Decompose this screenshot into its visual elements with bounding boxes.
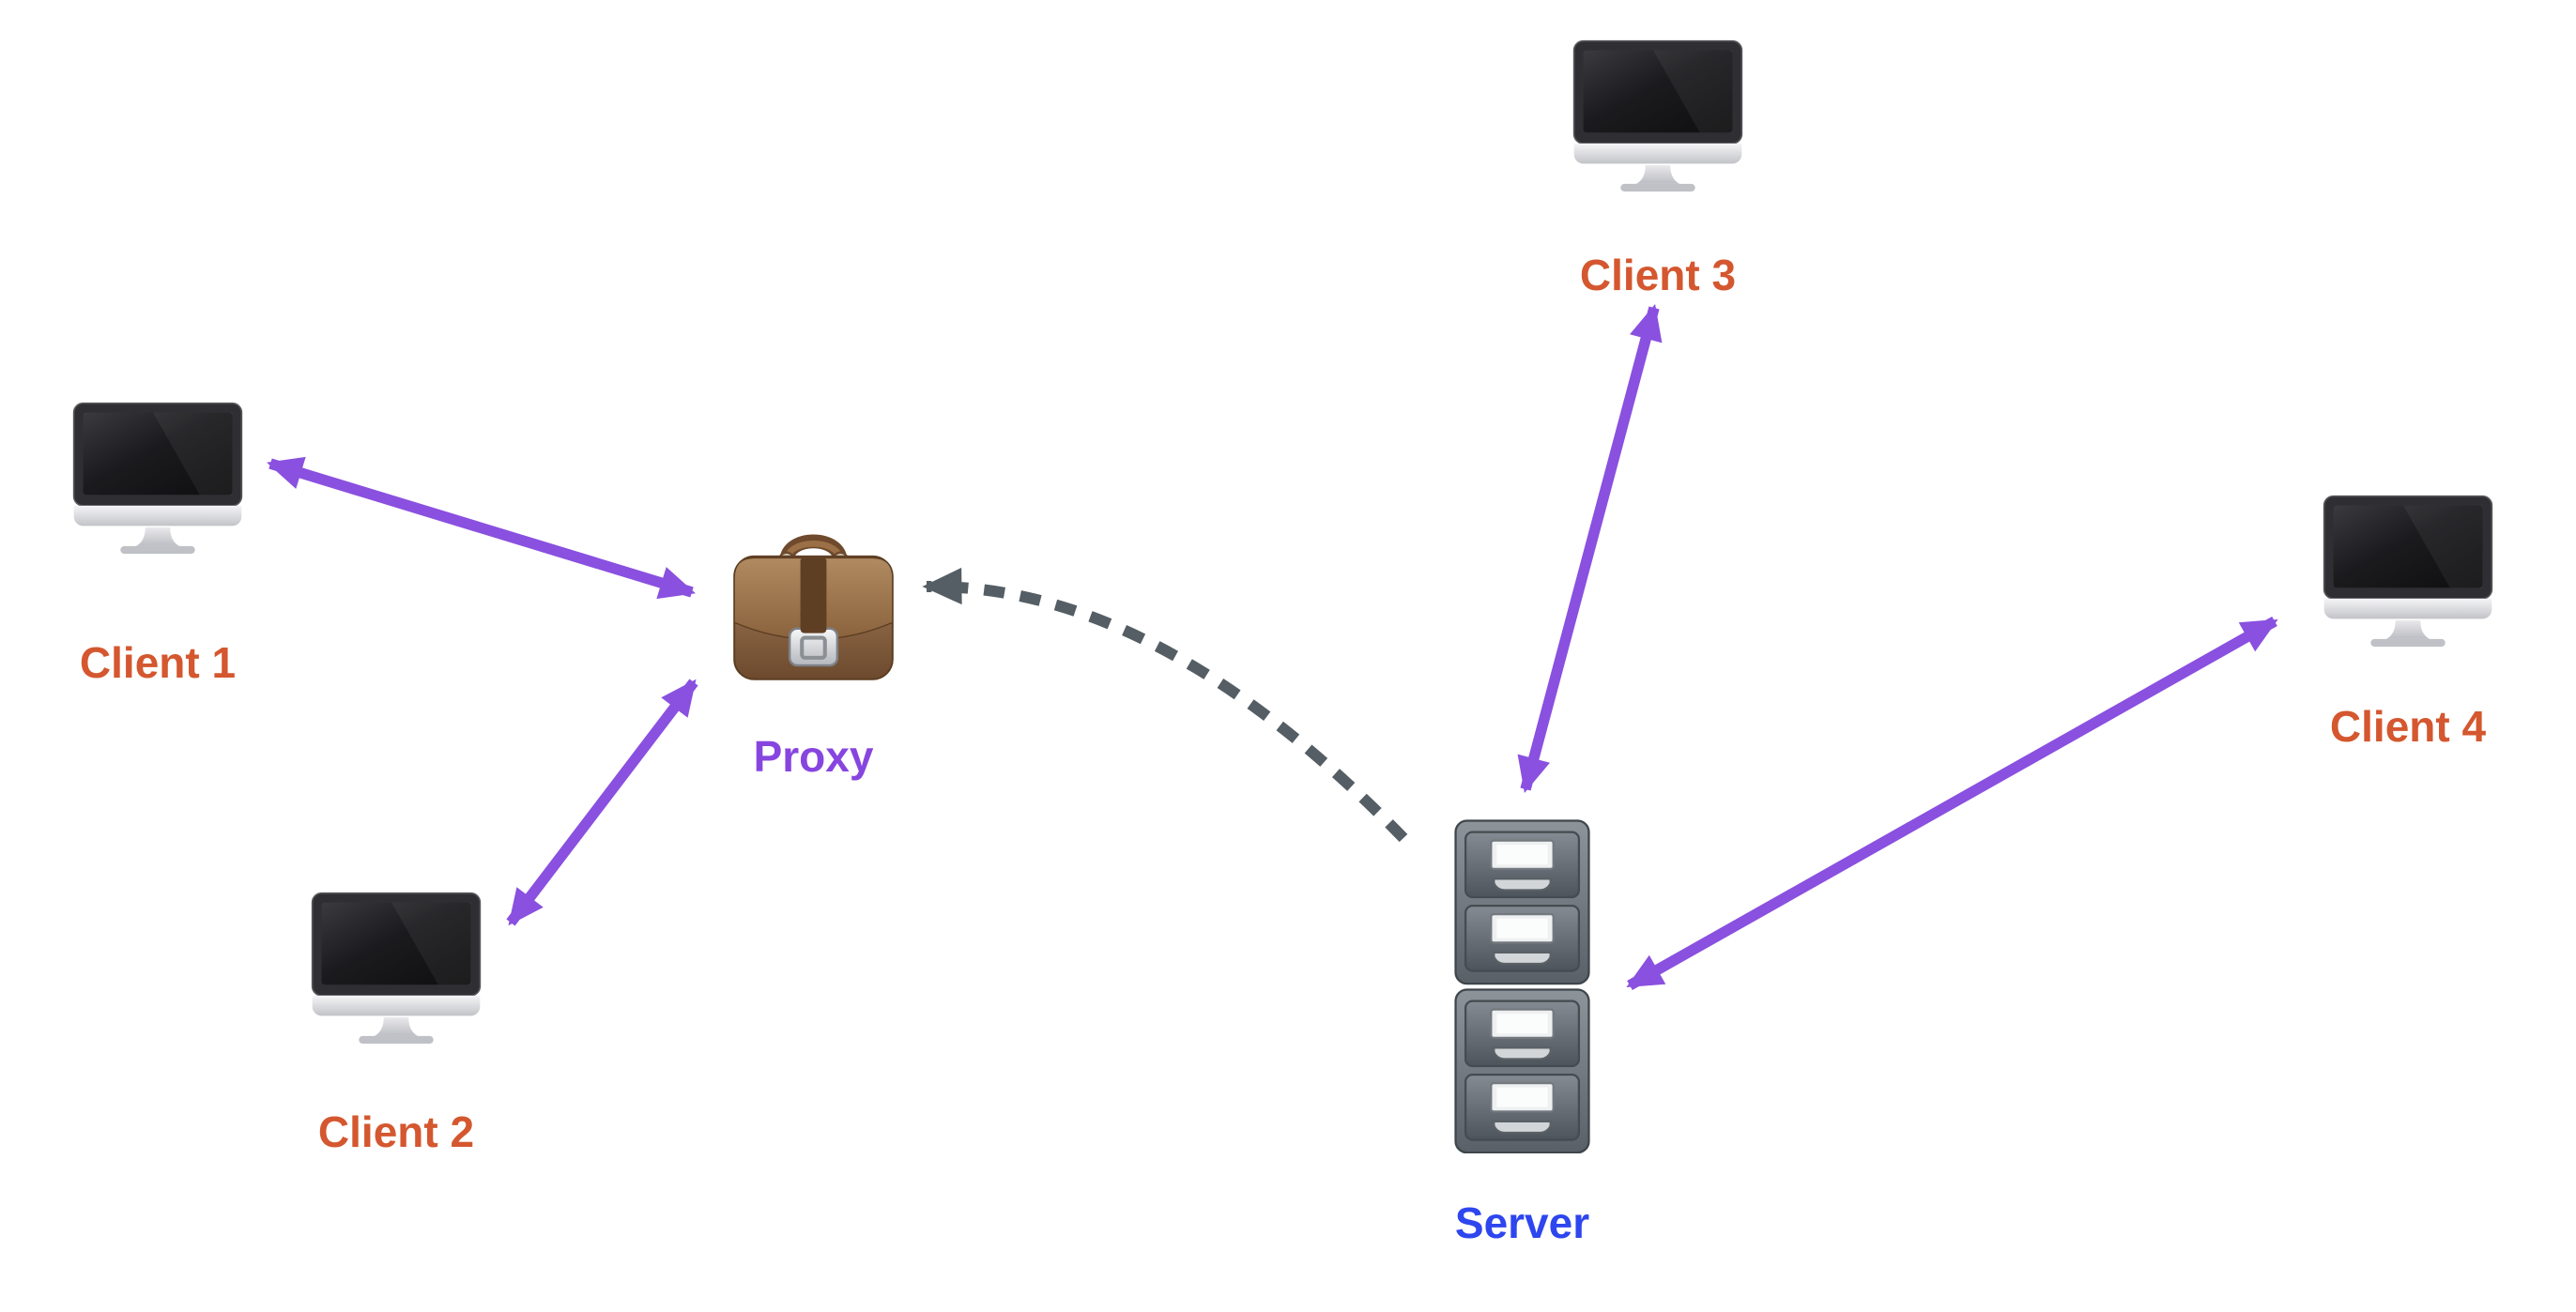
file-cabinet-icon: [1454, 819, 1590, 985]
node-client-4: Client 4: [2323, 495, 2493, 748]
node-label-server: Server: [1454, 1198, 1590, 1247]
edge-client1-proxy: [267, 456, 696, 600]
node-label-proxy: Proxy: [753, 732, 874, 781]
node-client-2: Client 2: [311, 892, 482, 1153]
node-server: Server: [1451, 819, 1593, 1244]
desktop-computer-icon: [2323, 495, 2493, 648]
node-proxy: Proxy: [727, 530, 900, 778]
node-label-client-1: Client 1: [79, 638, 237, 687]
edge-server-proxy: [922, 567, 1408, 843]
node-label-client-2: Client 2: [317, 1107, 475, 1156]
edge-client2-proxy: [506, 679, 698, 926]
edge-client4-server: [1626, 616, 2278, 991]
node-client-1: Client 1: [72, 402, 243, 684]
edge-client3-server: [1517, 304, 1663, 793]
desktop-computer-icon: [72, 402, 243, 555]
briefcase-icon: [733, 534, 894, 680]
node-client-3: Client 3: [1572, 39, 1743, 297]
file-cabinet-icon: [1454, 988, 1590, 1153]
node-label-client-4: Client 4: [2329, 702, 2487, 751]
desktop-computer-icon: [1572, 39, 1743, 192]
node-label-client-3: Client 3: [1579, 251, 1737, 299]
desktop-computer-icon: [311, 892, 482, 1045]
